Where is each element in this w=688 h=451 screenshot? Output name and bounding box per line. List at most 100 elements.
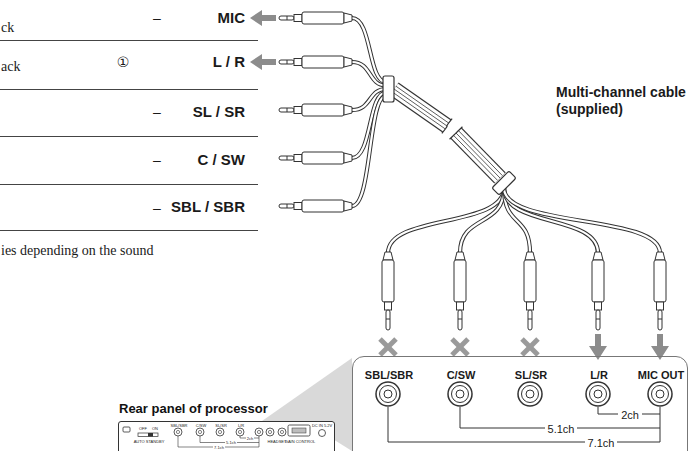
switch-label: AUTO STANDBY [134,440,165,445]
bundle-wire [392,92,445,129]
plug-tip [458,310,462,330]
plug-ring [596,319,600,320]
jack-name: SBL/SBR [365,369,413,382]
jack-name: DC IN 5.2V [312,424,332,429]
jack-outer [518,382,542,406]
text-holder: ck [1,20,14,36]
cable-core [460,188,504,253]
mini-jack-hole [268,430,271,433]
plug-tip [528,310,532,330]
text-holder: GAIN CONTROL [285,440,315,445]
panel-heading: Rear panel of processor [119,402,268,417]
jack-hole [526,390,534,398]
cable-clamp [383,76,394,102]
plug-collar [294,203,302,210]
mini-jack [236,428,244,436]
mini-jack [216,428,224,436]
text-holder: Rear panel of processor [119,402,268,417]
plug-collar [527,302,534,310]
text-holder: C/SW [196,424,206,429]
plug-body [302,200,344,212]
text-holder: L / R [213,53,245,70]
plug-tip [279,16,294,20]
text-holder: SBL/SBR [171,424,188,429]
text-holder: C/SW [447,369,476,382]
part-name: Multi-channel cable (supplied) [556,84,688,118]
text-holder: DC IN 5.2V [312,424,332,429]
plug-ring [287,204,288,208]
text-holder: L/R [590,369,608,382]
cable-core [352,96,386,206]
plug-strain [455,252,465,260]
channel-label: 7.1ch [213,446,225,451]
jack-inner [590,386,607,403]
processor-face [118,421,334,451]
text-holder: OFF [139,427,147,432]
text-holder: SBL / SBR [171,198,245,215]
cable-core [504,188,660,253]
standby-switch [138,433,158,437]
connect-arrows [250,10,276,70]
text-holder: 7.1ch [213,446,225,451]
plug-strain [344,201,352,211]
dc-jack [319,430,326,437]
jack-hole [456,390,464,398]
plug-collar [294,107,302,114]
plug-horizontal [279,152,352,164]
jack-name: MIC OUT [638,369,684,382]
break-mark [442,119,452,134]
plug-name: SBL / SBR [171,198,245,215]
text-holder: ies depending on the sound [1,243,153,259]
bundle-wire [458,131,502,176]
plug-horizontal [279,200,352,212]
switch-label: ON [152,427,158,432]
mini-jack [278,428,286,436]
mini-jack-hole [218,430,221,433]
text-holder: ack [1,59,20,75]
cable-core [388,188,504,253]
dash-mark: – [153,10,161,26]
table-rule [0,136,258,137]
cable-outline [352,96,386,206]
plug-vertical [454,252,466,330]
mini-jack-hole [257,430,260,433]
plug-body [302,56,344,68]
plug-body [302,152,344,164]
channel-label: 2ch [618,409,642,422]
plug-strain [383,252,393,260]
switch-label: OFF [139,427,147,432]
plug-tip [279,108,294,112]
jack-outer [586,382,610,406]
plug-ring [287,156,288,160]
text-holder: 2ch [618,409,642,422]
left-arrow [250,10,276,26]
plug-body [302,12,344,24]
mini-jack [196,428,204,436]
text-holder: – [153,200,161,216]
plug-strain [344,153,352,163]
plug-ring [287,108,288,112]
plug-body [302,104,344,116]
plug-collar [595,302,602,310]
plug-collar [385,302,392,310]
dash-mark: – [153,152,161,168]
dash-mark: – [153,104,161,120]
cross-mark [452,339,468,355]
plug-tip [279,156,294,160]
table-rules [0,41,258,231]
text-holder: 7.1ch [585,437,618,450]
plug-body [454,260,466,302]
table-rule [0,184,258,185]
plug-horizontal [279,12,352,24]
usb-port [123,427,130,432]
plug-strain [593,252,603,260]
break-mark [450,127,463,140]
jack-inner [522,386,539,403]
text-holder: SBL/SBR [365,369,413,382]
plug-collar [657,302,664,310]
text-holder: MIC [218,9,246,26]
jack-outer [376,382,400,406]
jack-name: L/R [590,369,608,382]
text-holder: 2ch [246,437,254,442]
text-holder: – [153,104,161,120]
